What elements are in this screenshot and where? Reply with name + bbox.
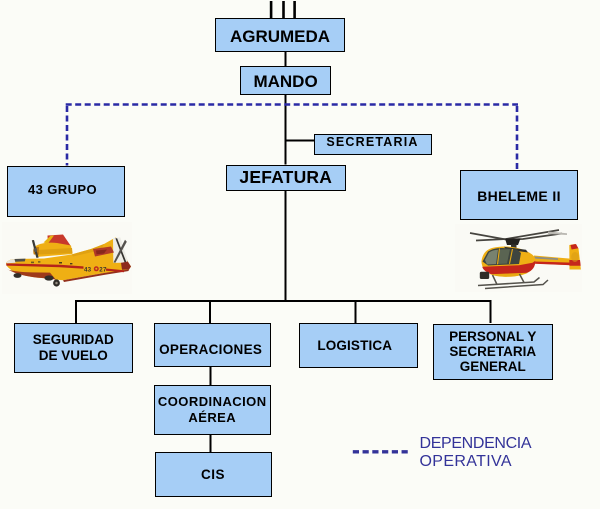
svg-text:43: 43 bbox=[84, 266, 92, 273]
svg-text:27: 27 bbox=[99, 266, 107, 273]
